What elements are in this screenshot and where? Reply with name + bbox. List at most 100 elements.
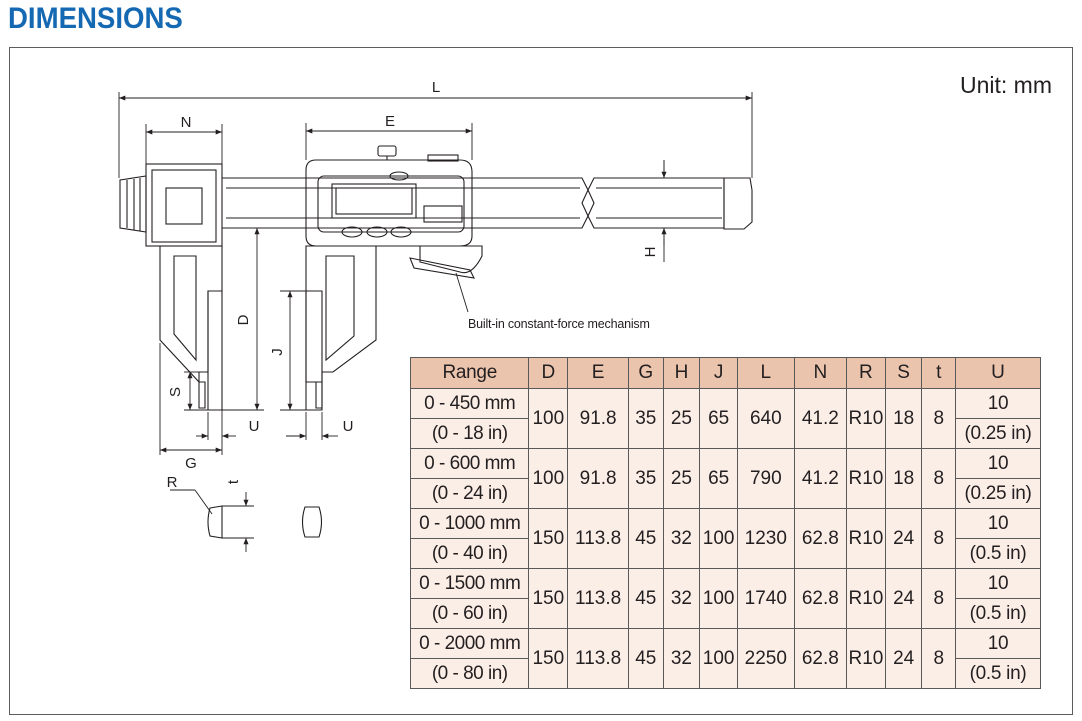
cell-U-mm: 10 <box>955 508 1041 539</box>
sliding-jaw <box>305 245 377 411</box>
cell-D: 150 <box>528 508 569 569</box>
cell-R: R10 <box>846 448 886 509</box>
cell-N: 41.2 <box>793 388 848 449</box>
header-L: L <box>737 357 795 389</box>
cell-S: 24 <box>884 568 923 629</box>
cell-H: 25 <box>662 448 701 509</box>
cell-range-mm: 0 - 1000 mm <box>409 508 530 539</box>
cell-G: 35 <box>628 448 664 509</box>
cell-range-in: (0 - 60 in) <box>409 598 530 629</box>
cell-J: 100 <box>699 568 739 629</box>
cell-range-in: (0 - 24 in) <box>409 478 530 509</box>
cell-H: 32 <box>662 508 701 569</box>
specifications-table: Range D E G H J L N R S t U 0 - 450 mm 1… <box>409 357 1041 689</box>
dim-label-J: J <box>269 348 286 356</box>
caliper-beam <box>222 177 753 230</box>
header-S: S <box>884 357 923 389</box>
cell-G: 35 <box>628 388 664 449</box>
fixed-jaw <box>159 245 223 411</box>
cell-L: 1740 <box>737 568 795 629</box>
cell-R: R10 <box>846 508 886 569</box>
cell-E: 113.8 <box>567 628 630 689</box>
table-row: 0 - 1500 mm 150 113.8 45 32 100 1740 62.… <box>409 568 1041 629</box>
cell-E: 91.8 <box>567 448 630 509</box>
header-J: J <box>699 357 739 389</box>
cell-range-in: (0 - 40 in) <box>409 538 530 569</box>
cell-U-mm: 10 <box>955 568 1041 599</box>
cell-U-in: (0.5 in) <box>955 538 1041 569</box>
jaw-tip-detail-left <box>207 505 223 539</box>
cell-S: 18 <box>884 388 923 449</box>
left-knob <box>119 175 147 233</box>
table-row: 0 - 600 mm 100 91.8 35 25 65 790 41.2 R1… <box>409 448 1041 509</box>
table-row-sub: (0 - 60 in) (0.5 in) <box>409 598 1041 629</box>
dim-label-N: N <box>181 114 192 131</box>
mechanism-label: Built-in constant-force mechanism <box>468 317 650 331</box>
cell-range-in: (0 - 80 in) <box>409 658 530 689</box>
header-G: G <box>628 357 664 389</box>
dim-label-D: D <box>235 314 252 325</box>
cell-D: 100 <box>528 448 569 509</box>
cell-t: 8 <box>921 568 957 629</box>
cell-range-mm: 0 - 2000 mm <box>409 628 530 659</box>
dim-label-U-right: U <box>343 418 354 435</box>
cell-t: 8 <box>921 388 957 449</box>
cell-D: 150 <box>528 628 569 689</box>
cell-D: 100 <box>528 388 569 449</box>
unit-label: Unit: mm <box>960 72 1052 98</box>
table-row-sub: (0 - 18 in) (0.25 in) <box>409 418 1041 449</box>
cell-U-mm: 10 <box>955 448 1041 479</box>
table-row-sub: (0 - 40 in) (0.5 in) <box>409 538 1041 569</box>
header-range: Range <box>409 357 530 389</box>
cell-L: 1230 <box>737 508 795 569</box>
table-row: 0 - 1000 mm 150 113.8 45 32 100 1230 62.… <box>409 508 1041 569</box>
header-R: R <box>846 357 886 389</box>
cell-S: 24 <box>884 508 923 569</box>
header-U: U <box>955 357 1041 389</box>
cell-range-in: (0 - 18 in) <box>409 418 530 449</box>
cell-L: 640 <box>737 388 795 449</box>
cell-L: 790 <box>737 448 795 509</box>
cell-S: 18 <box>884 448 923 509</box>
table-row-sub: (0 - 80 in) (0.5 in) <box>409 658 1041 689</box>
cell-N: 62.8 <box>793 568 848 629</box>
table-header-row: Range D E G H J L N R S t U <box>409 357 1041 389</box>
jaw-tip-detail-right <box>301 506 323 538</box>
cell-J: 65 <box>699 388 739 449</box>
cell-t: 8 <box>921 448 957 509</box>
cell-G: 45 <box>628 568 664 629</box>
cell-N: 62.8 <box>793 508 848 569</box>
cell-L: 2250 <box>737 628 795 689</box>
table-row: 0 - 450 mm 100 91.8 35 25 65 640 41.2 R1… <box>409 388 1041 449</box>
cell-t: 8 <box>921 508 957 569</box>
cell-N: 41.2 <box>793 448 848 509</box>
cell-G: 45 <box>628 628 664 689</box>
cell-U-mm: 10 <box>955 388 1041 419</box>
cell-J: 100 <box>699 508 739 569</box>
cell-U-in: (0.5 in) <box>955 658 1041 689</box>
cell-E: 91.8 <box>567 388 630 449</box>
page-title: DIMENSIONS <box>8 2 183 35</box>
cell-D: 150 <box>528 568 569 629</box>
header-H: H <box>662 357 701 389</box>
cell-R: R10 <box>846 568 886 629</box>
cell-range-mm: 0 - 450 mm <box>409 388 530 419</box>
dim-label-L: L <box>432 79 440 96</box>
dimensions-frame <box>9 47 1073 715</box>
slider-body <box>305 145 483 279</box>
cell-U-mm: 10 <box>955 628 1041 659</box>
cell-H: 25 <box>662 388 701 449</box>
cell-J: 65 <box>699 448 739 509</box>
cell-U-in: (0.5 in) <box>955 598 1041 629</box>
cell-S: 24 <box>884 628 923 689</box>
cell-J: 100 <box>699 628 739 689</box>
cell-R: R10 <box>846 628 886 689</box>
dim-label-S: S <box>167 387 184 397</box>
cell-R: R10 <box>846 388 886 449</box>
table-row: 0 - 2000 mm 150 113.8 45 32 100 2250 62.… <box>409 628 1041 689</box>
header-N: N <box>793 357 848 389</box>
dim-label-H: H <box>642 247 659 258</box>
header-E: E <box>567 357 630 389</box>
cell-E: 113.8 <box>567 568 630 629</box>
